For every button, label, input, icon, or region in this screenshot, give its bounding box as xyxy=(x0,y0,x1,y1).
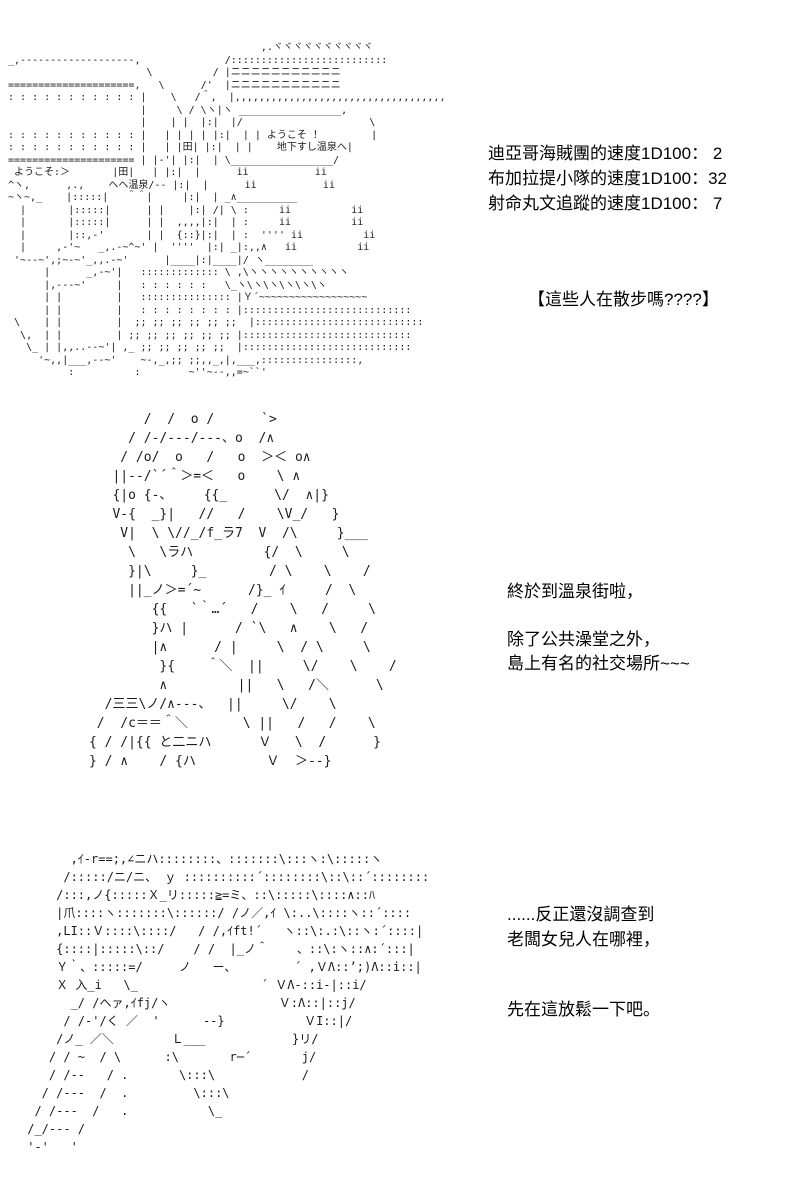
ascii-art-character-1: / / o / `> / /-/---/---、o /∧ / /o/ o / o… xyxy=(88,412,397,769)
dialogue-middle-text: 終於到溫泉街啦， 除了公共澡堂之外， 島上有名的社交場所~~~ xyxy=(507,582,690,673)
ascii-art-character-2: ,ｲ-r==;,∠ニハ::::::::、:::::::\:::ヽ:\:::::ヽ… xyxy=(27,852,430,1154)
ascii-art-onsen-town-scene: ,.ヾヾヾヾヾヾヾヾヾヾ _,-------------------, /:::… xyxy=(8,42,446,378)
dice-roll-results-text: 迪亞哥海賊團的速度1D100： 2 布加拉提小隊的速度1D100：32 射命丸文… xyxy=(488,144,728,213)
dialogue-bottom-text-part1: ......反正還沒調查到 老闆女兒人在哪裡， xyxy=(507,905,660,949)
narration-text: 【這些人在散步嗎????】 xyxy=(528,290,719,309)
dialogue-bottom-text-part2: 先在這放鬆一下吧。 xyxy=(507,1000,660,1019)
